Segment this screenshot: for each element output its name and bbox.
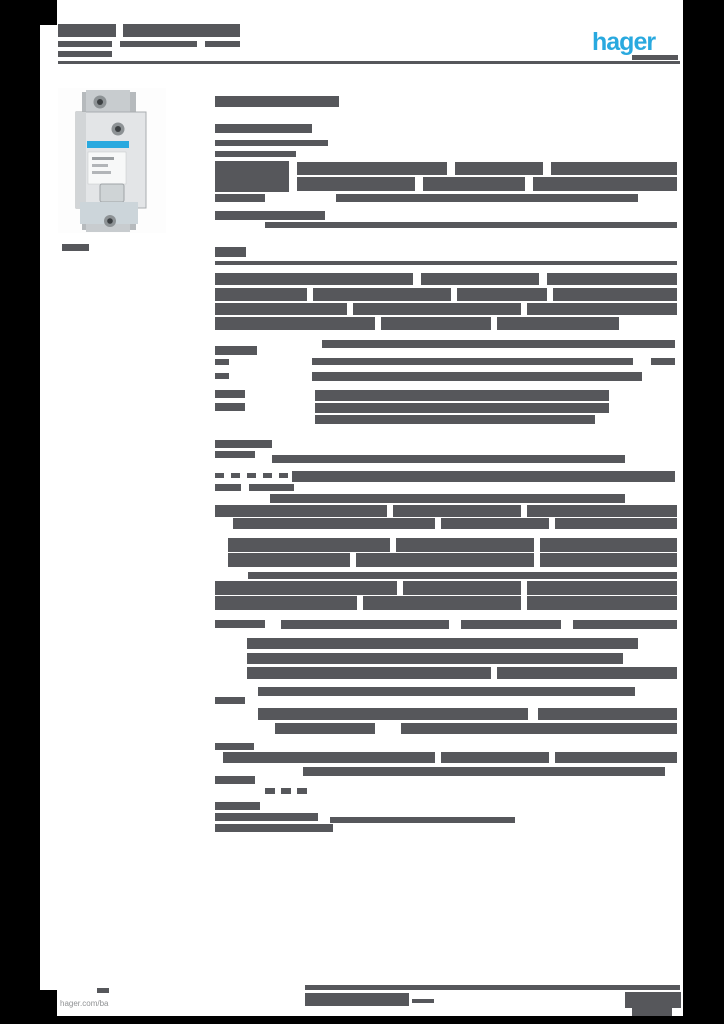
page-corner-notch xyxy=(40,0,57,25)
page-footer-notch xyxy=(40,990,57,1016)
din-rail-relay-image xyxy=(75,90,147,232)
hager-logo: hager xyxy=(592,28,656,56)
product-photo xyxy=(58,88,166,233)
footer-website-link[interactable]: hager.com/ba xyxy=(57,992,169,1015)
